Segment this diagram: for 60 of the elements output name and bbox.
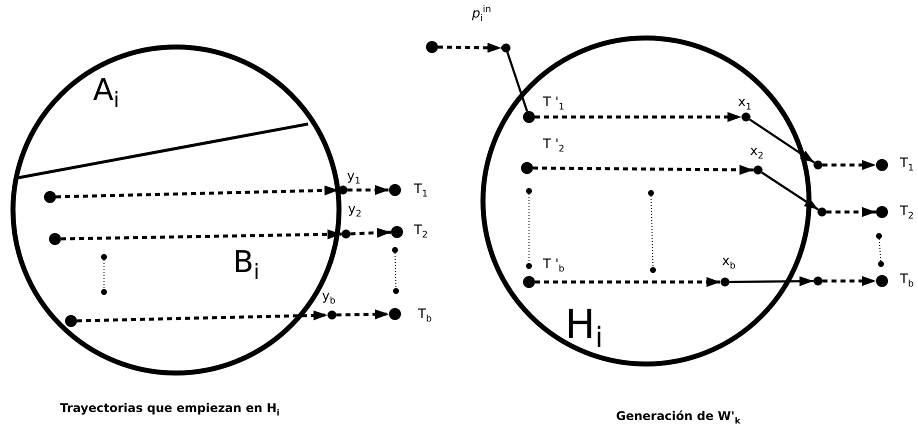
set-circle: [10, 44, 342, 376]
point-label: y$_{2}$: [348, 203, 362, 220]
arrow: [729, 276, 814, 286]
arrow: [826, 207, 876, 217]
arrow: [749, 118, 815, 164]
point-label: T$_{1}$: [414, 183, 428, 200]
point-label: y$_{1}$: [347, 170, 360, 187]
point: [876, 159, 888, 171]
arrow: [336, 309, 390, 320]
point: [502, 44, 510, 52]
point: [818, 208, 826, 216]
point: [389, 308, 401, 320]
point: [391, 226, 403, 238]
arrow: [532, 164, 754, 175]
point-label: T$_{2}$: [414, 224, 428, 241]
arrow: [761, 172, 819, 210]
point: [876, 206, 888, 218]
caption: Generación de W'$_{k}$: [616, 410, 740, 425]
point: [720, 278, 730, 286]
point-label: x$_{2}$: [750, 145, 764, 162]
point-label: T '$_{b}$: [543, 258, 564, 275]
point: [521, 162, 533, 174]
point: [426, 41, 438, 53]
point: [49, 233, 61, 245]
arrow: [535, 112, 742, 122]
point-label: x$_{1}$: [738, 96, 752, 113]
caption: Trayectorias que empiezan en H$_{i}$: [60, 402, 280, 417]
point-label: T '$_{2}$: [543, 138, 564, 155]
point: [328, 310, 336, 320]
arrow: [76, 310, 328, 322]
point: [338, 186, 348, 194]
point: [342, 230, 350, 238]
point-label: x$_{b}$: [722, 255, 736, 272]
point: [814, 160, 822, 170]
point-label: y$_{b}$: [322, 290, 336, 307]
arrow: [348, 185, 389, 195]
point: [389, 184, 401, 196]
region-label: H$_{i}$: [565, 305, 603, 352]
arrow: [60, 229, 342, 240]
point-label: T$_{b}$: [900, 273, 914, 290]
region-label: B$_{i}$: [233, 248, 260, 283]
set-circle: [480, 36, 812, 366]
point: [523, 276, 535, 288]
point: [754, 166, 762, 174]
arrow: [822, 160, 876, 170]
point: [44, 191, 56, 203]
point: [814, 276, 822, 286]
region-label: A$_{i}$: [93, 76, 120, 111]
arrow: [822, 276, 876, 286]
point: [876, 275, 888, 287]
point: [742, 112, 750, 122]
arrow: [438, 42, 502, 53]
point-label: T$_{b}$: [418, 308, 432, 325]
point-label: T '$_{1}$: [543, 96, 564, 113]
point: [523, 111, 535, 123]
point-label: T$_{1}$: [900, 157, 914, 174]
point-label: T$_{2}$: [900, 205, 914, 222]
arrow: [535, 277, 720, 287]
point: [65, 315, 77, 327]
arrow: [350, 228, 392, 238]
